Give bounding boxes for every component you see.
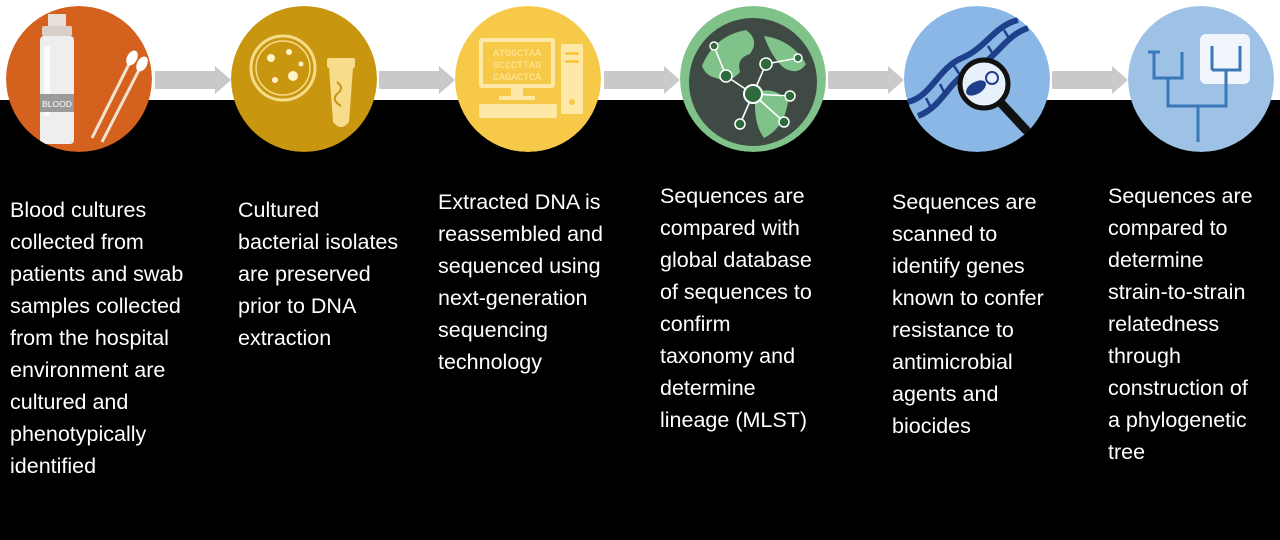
description-line: Sequences are xyxy=(892,190,1037,214)
arrow-icon xyxy=(1052,66,1128,94)
globe-network-icon xyxy=(680,6,826,152)
description-line: extraction xyxy=(238,326,332,350)
step-2-description: Cultured bacterial isolates are preserved p… xyxy=(238,194,428,354)
screen-line-2: GCCCTTAG xyxy=(493,61,541,72)
description-line: through xyxy=(1108,344,1181,368)
description-line: biocides xyxy=(892,414,971,438)
screen-line-1: ATGGCTAA xyxy=(493,49,541,60)
description-line: Cultured xyxy=(238,198,320,222)
description-line: from the hospital xyxy=(10,326,169,350)
description-line: cultured and xyxy=(10,390,129,414)
description-line: relatedness xyxy=(1108,312,1220,336)
description-line: lineage (MLST) xyxy=(660,408,807,432)
description-line: samples collected xyxy=(10,294,181,318)
arrow-icon xyxy=(604,66,680,94)
description-line: identified xyxy=(10,454,97,478)
description-line: a phylogenetic xyxy=(1108,408,1247,432)
description-line: determine xyxy=(660,376,756,400)
description-line: phenotypically xyxy=(10,422,147,446)
description-line: tree xyxy=(1108,440,1146,464)
step-4-description: Sequences are compared with global databas… xyxy=(660,180,860,436)
petri-dish-tube-icon xyxy=(231,6,377,152)
description-line: are preserved xyxy=(238,262,371,286)
description-line: compared with xyxy=(660,216,800,240)
description-line: collected from xyxy=(10,230,144,254)
computer-sequencing-icon: ATGGCTAA GCCCTTAG CAGACTCA xyxy=(455,6,601,152)
description-line: next-generation xyxy=(438,286,588,310)
step-1-description: Blood cultures collected from patients and… xyxy=(10,194,210,482)
description-line: Extracted DNA is xyxy=(438,190,601,214)
description-line: construction of xyxy=(1108,376,1248,400)
description-line: environment are xyxy=(10,358,166,382)
description-line: antimicrobial xyxy=(892,350,1013,374)
description-line: Sequences are xyxy=(1108,184,1253,208)
step-3-description: Extracted DNA is reassembled and sequenced… xyxy=(438,186,638,378)
description-line: compared to xyxy=(1108,216,1228,240)
description-line: Blood cultures xyxy=(10,198,147,222)
phylogenetic-tree-icon xyxy=(1128,6,1274,152)
blood-bottle-swab-icon: BLOOD xyxy=(6,6,152,152)
arrow-icon xyxy=(828,66,904,94)
description-line: determine xyxy=(1108,248,1204,272)
description-line: of sequences to xyxy=(660,280,812,304)
step-6-description: Sequences are compared to determine strain-… xyxy=(1108,180,1278,468)
description-line: resistance to xyxy=(892,318,1014,342)
description-line: technology xyxy=(438,350,542,374)
description-line: sequenced using xyxy=(438,254,601,278)
description-line: strain-to-strain xyxy=(1108,280,1246,304)
description-line: patients and swab xyxy=(10,262,184,286)
description-line: identify genes xyxy=(892,254,1025,278)
description-line: agents and xyxy=(892,382,999,406)
description-line: sequencing xyxy=(438,318,548,342)
description-line: prior to DNA xyxy=(238,294,357,318)
description-line: taxonomy and xyxy=(660,344,796,368)
step-5-description: Sequences are scanned to identify genes kno… xyxy=(892,186,1092,442)
description-line: bacterial isolates xyxy=(238,230,399,254)
description-line: known to confer xyxy=(892,286,1044,310)
dna-magnifier-icon xyxy=(904,6,1050,152)
description-line: global database xyxy=(660,248,812,272)
description-line: Sequences are xyxy=(660,184,805,208)
arrow-icon xyxy=(155,66,231,94)
description-line: scanned to xyxy=(892,222,998,246)
black-band xyxy=(0,100,1280,540)
description-line: confirm xyxy=(660,312,731,336)
arrow-icon xyxy=(379,66,455,94)
bottle-label: BLOOD xyxy=(42,99,72,109)
screen-line-3: CAGACTCA xyxy=(493,73,541,84)
description-line: reassembled and xyxy=(438,222,603,246)
